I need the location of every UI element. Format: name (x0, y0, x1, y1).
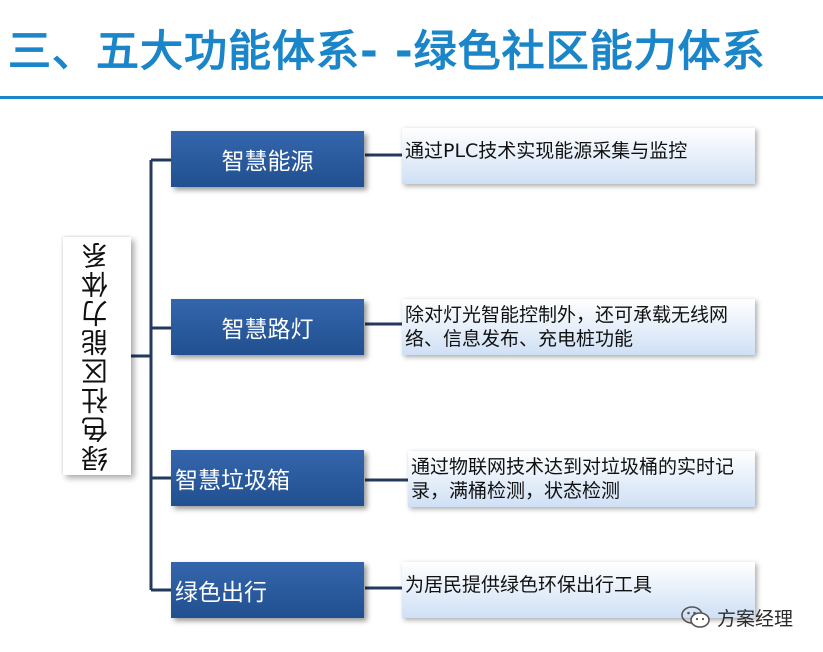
page-title: 三、五大功能体系- -绿色社区能力体系 (8, 27, 766, 77)
branch-node-1: 智慧能源 (171, 131, 364, 187)
branch-description-2: 除对灯光智能控制外，还可承载无线网络、信息发布、充电桩功能 (402, 299, 755, 355)
watermark-text: 方案经理 (717, 607, 794, 630)
branch-node-3: 智慧垃圾箱 (171, 450, 364, 506)
branch-description-3: 通过物联网技术达到对垃圾桶的实时记录，满桶检测，状态检测 (408, 451, 755, 507)
branch-description-1: 通过PLC技术实现能源采集与监控 (402, 128, 755, 184)
wechat-icon (681, 606, 710, 628)
watermark: 方案经理 (681, 603, 793, 631)
branch-node-4: 绿色出行 (171, 562, 364, 618)
root-label: 绿色社区能力体系 (81, 240, 113, 472)
title-divider (0, 96, 823, 99)
branch-description-4: 为居民提供绿色环保出行工具 (402, 562, 755, 618)
branch-node-2: 智慧路灯 (171, 299, 364, 355)
root-node: 绿色社区能力体系 (63, 237, 131, 475)
